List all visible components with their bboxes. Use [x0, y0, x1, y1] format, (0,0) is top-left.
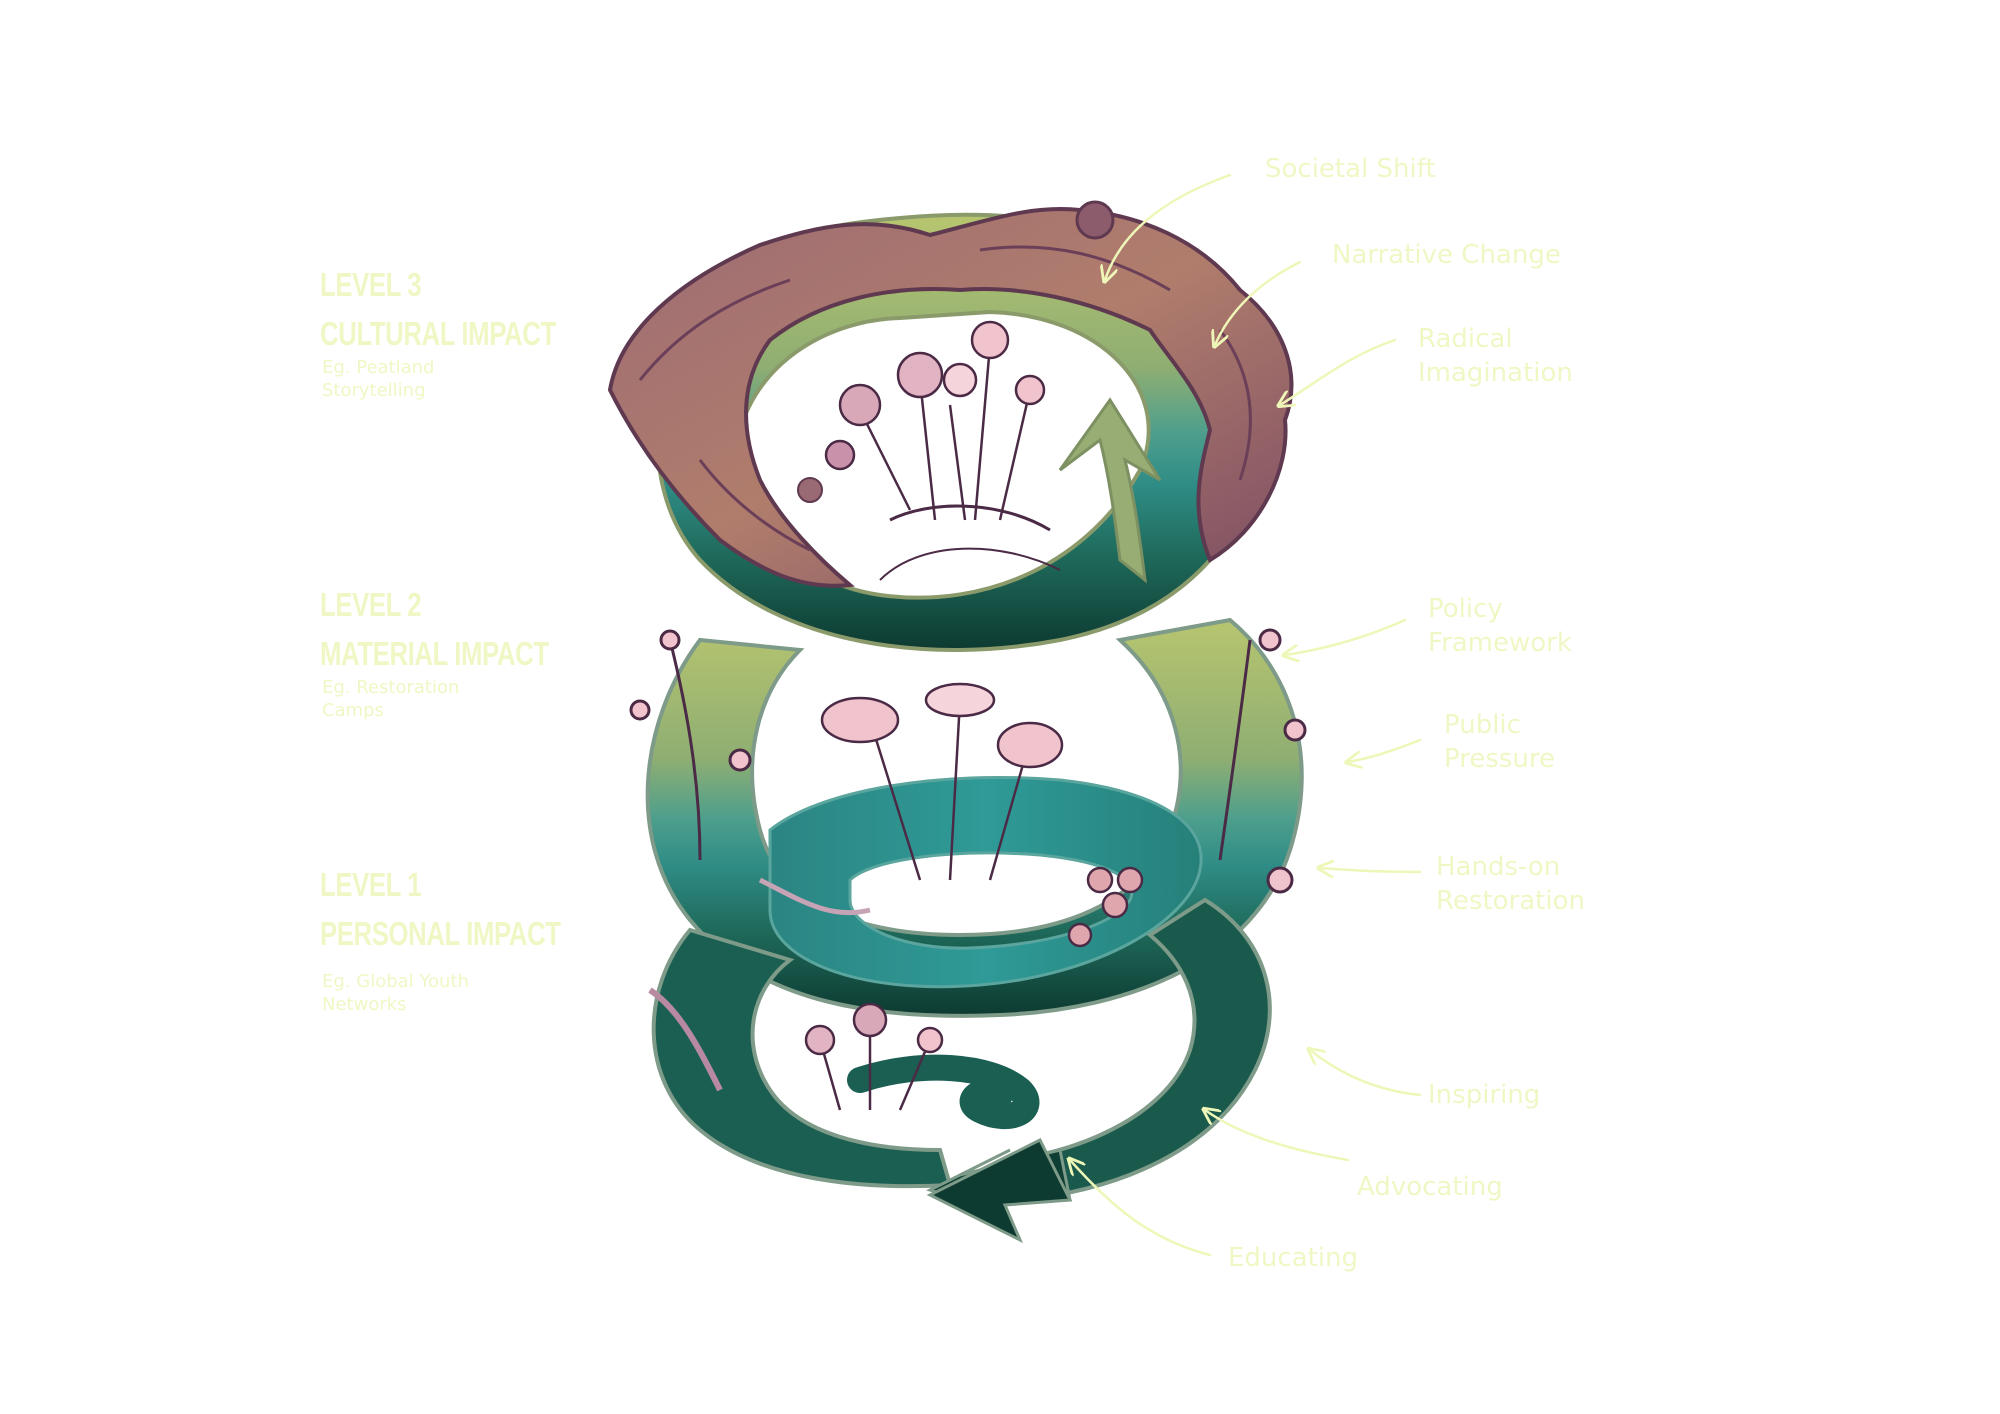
- middle-window-flowers: [758, 682, 1144, 948]
- arrow-radical-imagination: [1280, 338, 1397, 405]
- label-hands-on-restoration-line-2: Restoration: [1436, 886, 1585, 916]
- label-advocating-text: Advocating: [1357, 1172, 1503, 1202]
- level-1-heading: LEVEL 1 PERSONAL IMPACT: [320, 860, 561, 958]
- pointer-arrows: [1070, 173, 1422, 1257]
- level-1-title: LEVEL 1: [320, 866, 422, 903]
- label-radical-imagination-line-2: Imagination: [1418, 358, 1573, 388]
- label-educating: Educating: [1228, 1241, 1358, 1275]
- arrow-educating: [1070, 1160, 1212, 1257]
- top-window-flowers: [824, 320, 1061, 581]
- level-2-example: Eg. Restoration Camps: [322, 676, 459, 722]
- level-1-subtitle: PERSONAL IMPACT: [320, 915, 561, 952]
- label-public-pressure: Public Pressure: [1444, 708, 1555, 776]
- arrow-societal-shift: [1105, 173, 1232, 280]
- peat-crown: [607, 200, 1294, 588]
- bottom-window-flowers: [648, 987, 944, 1111]
- label-societal-shift: Societal Shift: [1265, 152, 1436, 186]
- label-societal-shift-text: Societal Shift: [1265, 154, 1436, 184]
- level-1-example: Eg. Global Youth Networks: [322, 970, 469, 1016]
- teal-inner-ring: [768, 775, 1203, 989]
- label-policy-framework-line-2: Framework: [1428, 628, 1572, 658]
- arrow-policy-framework: [1285, 618, 1407, 655]
- arrow-narrative-change: [1215, 260, 1302, 345]
- label-inspiring-text: Inspiring: [1428, 1080, 1541, 1110]
- level-3-subtitle: CULTURAL IMPACT: [320, 315, 556, 352]
- arrow-hands-on-restoration: [1320, 868, 1422, 872]
- label-hands-on-restoration: Hands-on Restoration: [1436, 850, 1585, 918]
- upward-arrow: [1058, 397, 1162, 584]
- arrow-advocating: [1205, 1110, 1350, 1162]
- level-3-example-line-2: Storytelling: [322, 380, 426, 401]
- level-1-example-line-1: Eg. Global Youth: [322, 971, 469, 992]
- label-public-pressure-line-1: Public: [1444, 710, 1521, 740]
- level-3-example: Eg. Peatland Storytelling: [322, 356, 434, 402]
- level-2-example-line-1: Eg. Restoration: [322, 677, 460, 698]
- level-2-example-line-2: Camps: [322, 700, 384, 721]
- level-2-heading: LEVEL 2 MATERIAL IMPACT: [320, 580, 549, 678]
- label-policy-framework-line-1: Policy: [1428, 594, 1503, 624]
- label-narrative-change-text: Narrative Change: [1332, 240, 1561, 270]
- label-educating-text: Educating: [1228, 1243, 1359, 1273]
- level-3-title: LEVEL 3: [320, 266, 422, 303]
- level-2-subtitle: MATERIAL IMPACT: [320, 635, 549, 672]
- side-vines: [629, 628, 1307, 894]
- arrow-public-pressure: [1348, 738, 1422, 762]
- label-advocating: Advocating: [1357, 1170, 1503, 1204]
- label-inspiring: Inspiring: [1428, 1078, 1540, 1112]
- label-radical-imagination: Radical Imagination: [1418, 322, 1573, 390]
- label-narrative-change: Narrative Change: [1332, 238, 1561, 272]
- arrow-inspiring: [1310, 1050, 1422, 1097]
- label-policy-framework: Policy Framework: [1428, 592, 1572, 660]
- level-3-example-line-1: Eg. Peatland: [322, 357, 435, 378]
- level-2-title: LEVEL 2: [320, 586, 422, 623]
- level-1-example-line-2: Networks: [322, 994, 407, 1015]
- label-radical-imagination-line-1: Radical: [1418, 324, 1513, 354]
- level-3-heading: LEVEL 3 CULTURAL IMPACT: [320, 260, 556, 358]
- label-public-pressure-line-2: Pressure: [1444, 744, 1556, 774]
- label-hands-on-restoration-line-1: Hands-on: [1436, 852, 1561, 882]
